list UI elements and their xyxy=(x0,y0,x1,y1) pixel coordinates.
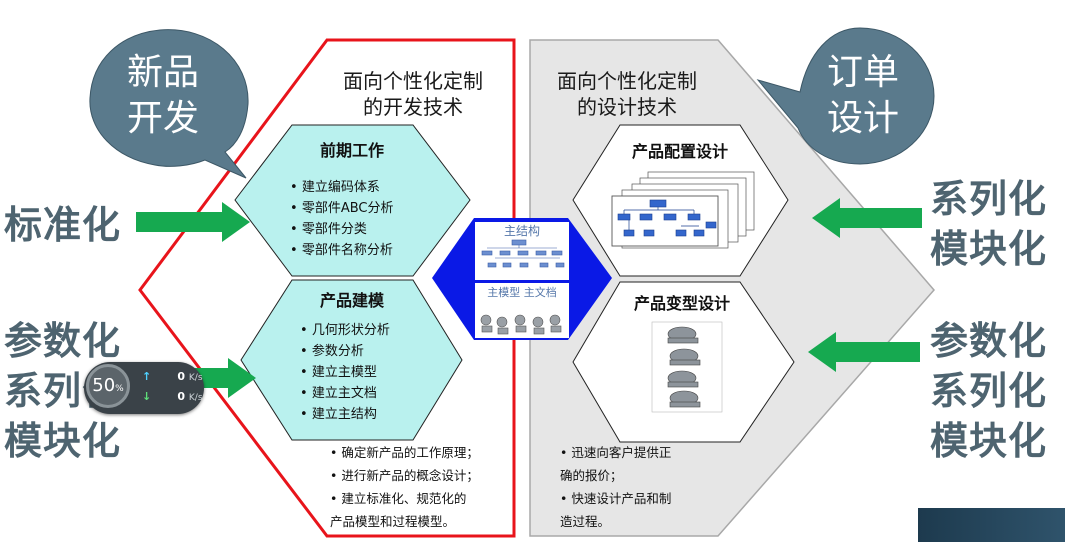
side-label-line: 系列化 xyxy=(930,177,1048,221)
right-panel-title: 面向个性化定制 的设计技术 xyxy=(532,68,722,120)
center-label-bottom: 主模型 主文档 xyxy=(487,286,557,299)
list-item: 建立主模型 xyxy=(300,362,390,383)
left-notes: 确定新产品的工作原理； 进行新产品的概念设计； 建立标准化、规范化的 xyxy=(330,441,479,510)
green-arrow-right-bottom xyxy=(808,332,920,372)
left-label-standardization: 标准化 xyxy=(4,203,122,247)
note-item: 确定新产品的工作原理； xyxy=(330,441,479,464)
title-line: 面向个性化定制 xyxy=(343,69,483,93)
upper-left-hex-title: 前期工作 xyxy=(319,141,384,160)
bubble-line: 开发 xyxy=(126,98,199,139)
list-item: 建立主文档 xyxy=(300,383,390,404)
center-org-chart xyxy=(481,239,565,268)
upload-speed-value: 0 xyxy=(177,370,186,383)
list-item: 建立主结构 xyxy=(300,404,390,425)
side-label-line: 模块化 xyxy=(930,419,1048,463)
variant-design-illustration xyxy=(651,321,723,413)
bubble-line: 设计 xyxy=(826,98,899,139)
note-item: 建立标准化、规范化的 xyxy=(330,487,479,510)
side-label-line: 参数化 xyxy=(4,319,122,363)
center-label-top: 主结构 xyxy=(503,224,540,238)
bubble-line: 新品 xyxy=(126,52,199,93)
left-notes-continuation: 产品模型和过程模型。 xyxy=(330,514,456,529)
right-label-group-top: 系列化 模块化 xyxy=(930,174,1047,274)
upper-left-hex-list: 建立编码体系 零部件ABC分析 零部件分类 零部件名称分析 xyxy=(290,177,394,261)
upper-right-hex-title: 产品配置设计 xyxy=(631,142,728,161)
left-panel-title: 面向个性化定制 的开发技术 xyxy=(318,68,508,120)
list-item: 几何形状分析 xyxy=(300,320,390,341)
note-text: 快速设计产品和制 xyxy=(571,491,672,506)
center-robot-images xyxy=(480,314,562,335)
list-item: 零部件分类 xyxy=(290,219,393,240)
list-item: 零部件ABC分析 xyxy=(290,198,394,219)
note-line: 确的报价； xyxy=(560,468,623,483)
note-line: • 快速设计产品和制 xyxy=(560,491,672,506)
side-label-line: 系列化 xyxy=(930,369,1048,413)
title-line: 的设计技术 xyxy=(577,95,677,119)
speed-percent-gauge: 50% xyxy=(86,364,130,408)
upload-speed-unit: K/s xyxy=(188,373,203,383)
left-speech-bubble xyxy=(89,29,249,179)
download-speed-unit: K/s xyxy=(188,393,203,403)
bubble-line: 订单 xyxy=(826,52,899,93)
speed-percent-unit: % xyxy=(115,384,124,394)
download-speed-row: ↓ 0 K/s xyxy=(142,390,203,403)
green-arrow-left-top xyxy=(136,202,250,242)
note-item: 进行新产品的概念设计； xyxy=(330,464,479,487)
lower-right-hex-title: 产品变型设计 xyxy=(633,294,730,313)
list-item: 参数分析 xyxy=(300,341,390,362)
lower-left-hex-title: 产品建模 xyxy=(319,291,384,310)
right-notes: • 迅速向客户提供正 确的报价； • 快速设计产品和制 造过程。 xyxy=(560,441,671,533)
list-item: 建立编码体系 xyxy=(290,177,393,198)
list-item: 零部件名称分析 xyxy=(290,240,393,261)
note-line: 造过程。 xyxy=(560,514,611,529)
left-bubble-text: 新品 开发 xyxy=(118,50,208,142)
network-speed-widget[interactable]: 50% ↑ 0 K/s ↓ 0 K/s xyxy=(84,362,204,414)
download-speed-value: 0 xyxy=(177,390,186,403)
config-design-illustration xyxy=(611,171,755,249)
download-arrow-icon: ↓ xyxy=(142,390,152,403)
note-line: • 迅速向客户提供正 xyxy=(560,445,672,460)
right-label-group-bottom: 参数化 系列化 模块化 xyxy=(930,316,1047,466)
side-label-line: 模块化 xyxy=(930,227,1048,271)
right-bubble-text: 订单 设计 xyxy=(818,50,908,142)
upload-arrow-icon: ↑ xyxy=(142,370,152,383)
side-label-line: 参数化 xyxy=(930,319,1048,363)
upload-speed-row: ↑ 0 K/s xyxy=(142,370,203,383)
green-arrow-right-top xyxy=(812,198,922,238)
side-label-line: 模块化 xyxy=(4,419,122,463)
corner-dark-bar xyxy=(918,508,1065,542)
lower-left-hex-list: 几何形状分析 参数分析 建立主模型 建立主文档 建立主结构 xyxy=(300,320,390,425)
note-text: 迅速向客户提供正 xyxy=(571,445,672,460)
right-speech-bubble xyxy=(756,27,935,165)
title-line: 面向个性化定制 xyxy=(557,69,697,93)
speed-percent-value: 50 xyxy=(92,375,116,396)
title-line: 的开发技术 xyxy=(363,95,463,119)
